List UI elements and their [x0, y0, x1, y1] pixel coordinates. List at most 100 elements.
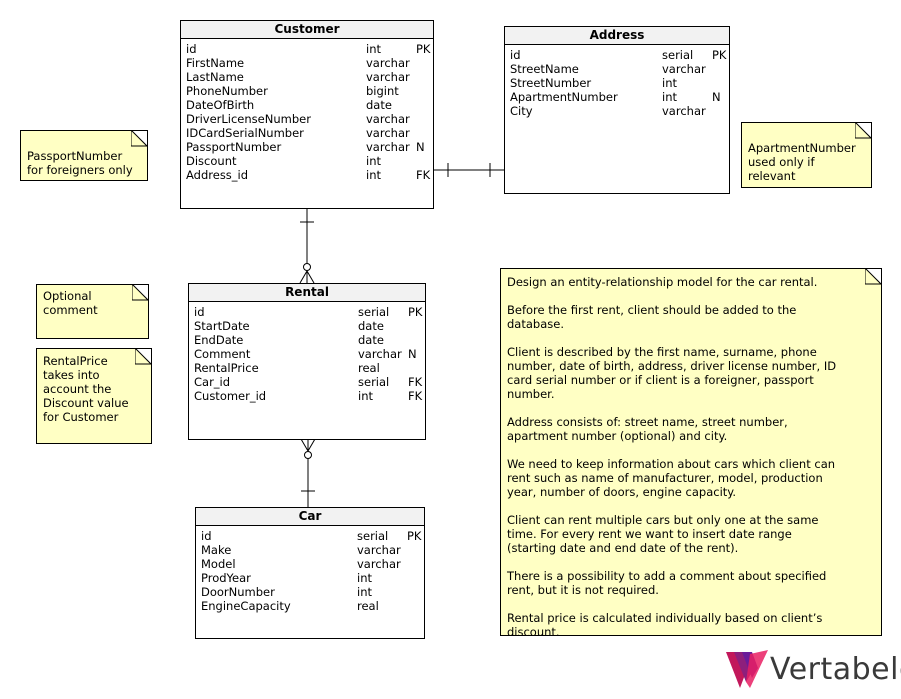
note-rental-price[interactable]: RentalPrice takes into account the Disco… — [36, 348, 152, 444]
column-type: varchar — [357, 543, 401, 557]
column-row[interactable]: LastName varchar — [186, 70, 433, 84]
logo-text: Vertabelo — [770, 652, 901, 687]
note-passport-number[interactable]: PassportNumber for foreigners only — [20, 130, 148, 181]
column-row[interactable]: Make varchar — [201, 543, 424, 557]
column-row[interactable]: StreetNumber int — [510, 76, 729, 90]
column-type: int — [366, 154, 381, 168]
column-row[interactable]: City varchar — [510, 104, 729, 118]
column-type: varchar — [366, 126, 410, 140]
note-text: ApartmentNumber used only if relevant — [748, 141, 856, 183]
column-row[interactable]: ProdYear int — [201, 571, 424, 585]
vertabelo-logo: Vertabelo — [724, 648, 901, 692]
column-name: StartDate — [194, 319, 250, 333]
column-type: int — [357, 571, 372, 585]
column-type: real — [358, 361, 380, 375]
column-row[interactable]: RentalPrice real — [194, 361, 425, 375]
column-type: real — [357, 599, 379, 613]
note-apartment-number[interactable]: ApartmentNumber used only if relevant — [741, 122, 872, 188]
column-type: date — [366, 98, 392, 112]
entity-title: Customer — [181, 21, 433, 39]
column-name: id — [201, 529, 212, 543]
column-name: PhoneNumber — [186, 84, 268, 98]
column-type: int — [662, 90, 677, 104]
column-key: FK — [408, 375, 423, 389]
column-name: DateOfBirth — [186, 98, 255, 112]
column-name: Make — [201, 543, 232, 557]
column-type: serial — [662, 48, 694, 62]
column-name: ProdYear — [201, 571, 251, 585]
column-type: varchar — [366, 56, 410, 70]
column-name: id — [194, 305, 205, 319]
column-row[interactable]: StartDate date — [194, 319, 425, 333]
column-type: int — [358, 389, 373, 403]
column-type: varchar — [366, 112, 410, 126]
column-type: serial — [358, 305, 390, 319]
column-key: FK — [416, 168, 431, 182]
column-name: City — [510, 104, 533, 118]
note-text: RentalPrice takes into account the Disco… — [43, 354, 129, 424]
column-type: date — [358, 319, 384, 333]
column-name: LastName — [186, 70, 244, 84]
column-type: date — [358, 333, 384, 347]
column-type: varchar — [662, 104, 706, 118]
column-name: StreetName — [510, 62, 579, 76]
vertabelo-logo-icon — [726, 650, 768, 688]
column-type: bigint — [366, 84, 399, 98]
column-key: N — [408, 347, 417, 361]
column-row[interactable]: Car_id serial FK — [194, 375, 425, 389]
column-key: PK — [408, 305, 423, 319]
column-name: id — [186, 42, 197, 56]
column-row[interactable]: DriverLicenseNumber varchar — [186, 112, 433, 126]
column-name: FirstName — [186, 56, 245, 70]
entity-title: Car — [196, 508, 424, 526]
column-name: StreetNumber — [510, 76, 592, 90]
note-description[interactable]: Design an entity-relationship model for … — [500, 268, 882, 636]
column-key: PK — [712, 48, 727, 62]
column-key: FK — [408, 389, 423, 403]
column-type: varchar — [357, 557, 401, 571]
column-row[interactable]: PhoneNumber bigint — [186, 84, 433, 98]
column-row[interactable]: StreetName varchar — [510, 62, 729, 76]
column-name: Address_id — [186, 168, 249, 182]
column-type: varchar — [366, 70, 410, 84]
entity-title: Address — [505, 27, 729, 45]
column-key: PK — [416, 42, 431, 56]
column-type: varchar — [662, 62, 706, 76]
column-name: EngineCapacity — [201, 599, 291, 613]
column-name: Car_id — [194, 375, 231, 389]
column-type: serial — [358, 375, 390, 389]
column-key: PK — [407, 529, 422, 543]
note-text: Design an entity-relationship model for … — [507, 275, 837, 636]
column-name: DriverLicenseNumber — [186, 112, 311, 126]
note-text: Optional comment — [43, 289, 98, 317]
note-optional-comment[interactable]: Optional comment — [36, 284, 149, 339]
column-row[interactable]: id serial PK — [194, 305, 425, 319]
column-type: int — [662, 76, 677, 90]
column-row[interactable]: EngineCapacity real — [201, 599, 424, 613]
column-row[interactable]: FirstName varchar — [186, 56, 433, 70]
column-type: int — [357, 585, 372, 599]
column-row[interactable]: DateOfBirth date — [186, 98, 433, 112]
column-name: RentalPrice — [194, 361, 259, 375]
note-text: PassportNumber for foreigners only — [27, 149, 133, 177]
